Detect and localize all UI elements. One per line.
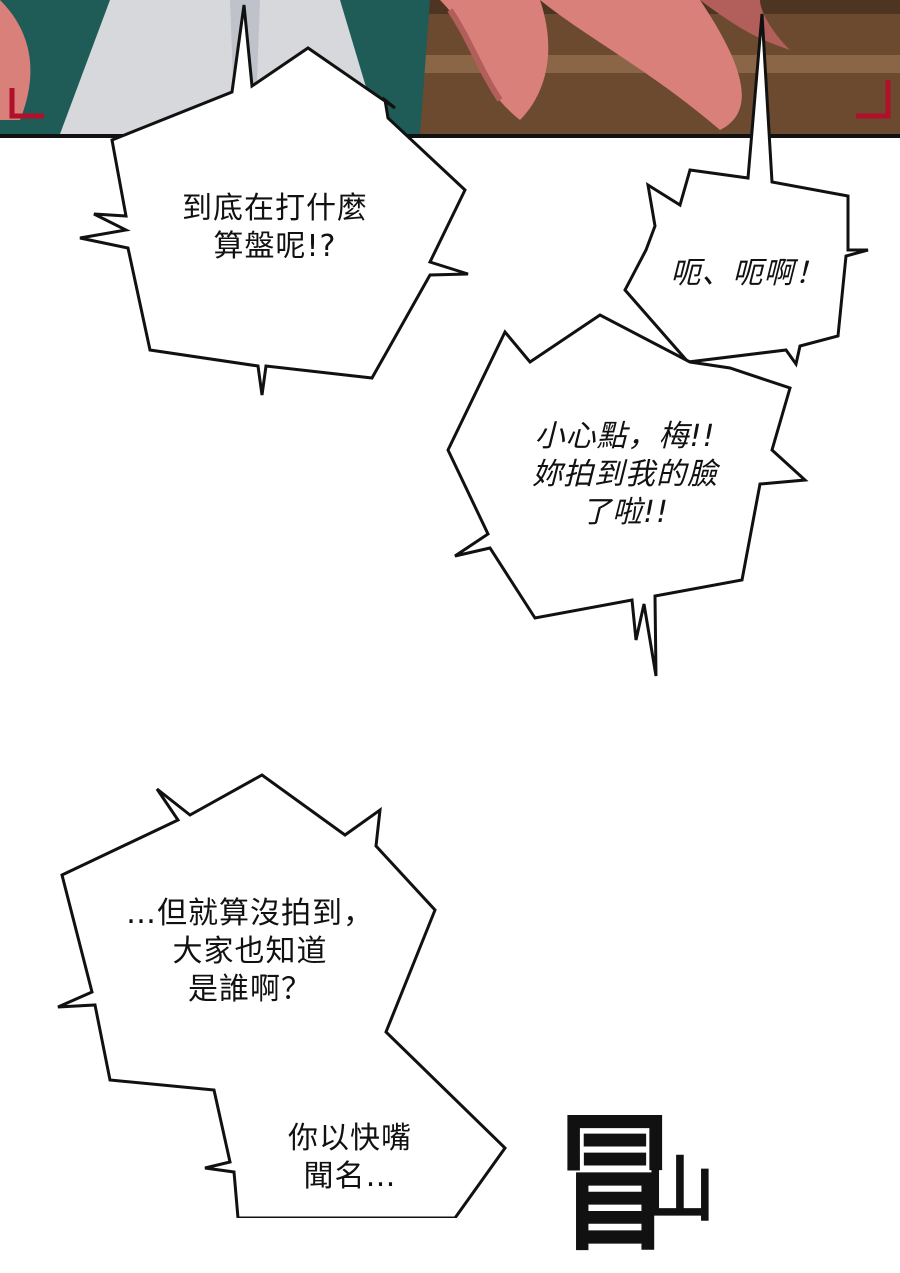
speech-bubble-3 [446,313,809,677]
corner-mark-left [9,88,44,119]
speech-bubble-1 [79,4,469,396]
hair-left [0,0,31,120]
speech-bubble-4 [57,773,507,1218]
hair-middle [440,0,549,120]
bubble-2-text: 呃、呃啊！ [670,256,826,291]
speech-bubbles-layer [57,4,869,1218]
speech-bubble-2 [623,13,869,368]
bubble-4-text: …但就算沒拍到， 大家也知道 是誰啊？ [126,896,374,1007]
corner-mark-right [856,80,891,119]
hair-right [540,0,742,130]
bubble-1-text: 到底在打什麼 算盤呢!? [182,191,368,264]
bubble-3-text: 小心點，梅!! 妳拍到我的臉 了啦!! [532,419,718,530]
sound-effect-2: 山 [645,1149,715,1231]
bubble-5-text: 你以快嘴 聞名… [288,1121,412,1194]
